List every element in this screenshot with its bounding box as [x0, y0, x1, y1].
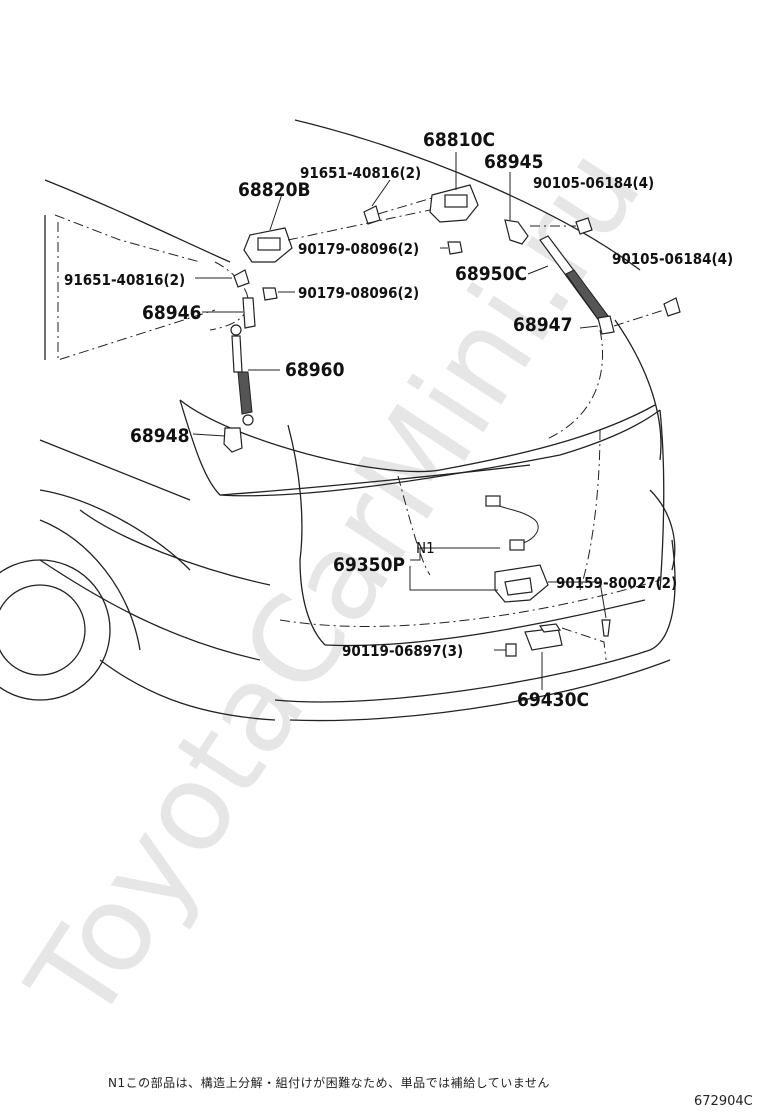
part-68947-bracket: [597, 315, 615, 335]
part-68960-gas-strut: [230, 324, 254, 426]
label-90119: 90119-06897(3): [342, 642, 463, 660]
part-68820B-hinge: [243, 227, 293, 263]
label-69430C: 69430C: [517, 689, 589, 711]
label-68820B: 68820B: [238, 179, 311, 201]
part-90159-screw: [601, 619, 611, 637]
part-68810C-hinge: [429, 184, 479, 223]
label-n1: N1: [416, 539, 435, 557]
part-68946-bracket: [242, 297, 256, 329]
part-90179-nut-b: [262, 287, 278, 301]
label-90179-b: 90179-08096(2): [298, 284, 419, 302]
leader-lines: [192, 152, 665, 690]
part-68945-bracket: [504, 219, 529, 245]
label-68947: 68947: [513, 314, 572, 336]
label-90105-b: 90105-06184(4): [612, 250, 733, 268]
label-90179-a: 90179-08096(2): [298, 240, 419, 258]
label-69350P: 69350P: [333, 554, 405, 576]
label-68960: 68960: [285, 359, 345, 381]
part-91651-bolt-top: [363, 205, 381, 225]
label-68810C: 68810C: [423, 129, 495, 151]
label-90105-a: 90105-06184(4): [533, 174, 654, 192]
label-68946: 68946: [142, 302, 201, 324]
vehicle-body-outline: [0, 119, 676, 722]
label-68948: 68948: [130, 425, 189, 447]
label-90159: 90159-80027(2): [556, 574, 677, 592]
label-68945: 68945: [484, 151, 543, 173]
part-90105-bolt-a: [575, 217, 593, 235]
part-90105-bolt-b: [663, 297, 681, 317]
label-91651-top: 91651-40816(2): [300, 164, 421, 182]
footnote-text: N1この部品は、構造上分解・組付けが困難なため、単品では補給していません: [108, 1076, 550, 1090]
part-wire-harness: [485, 495, 539, 551]
label-91651-left: 91651-40816(2): [64, 271, 185, 289]
part-69430C-lamp: [524, 623, 563, 651]
figure-id-text: 672904C: [694, 1094, 753, 1109]
part-90119-screw: [505, 643, 517, 657]
part-69350P-lock: [494, 564, 549, 603]
label-68950C: 68950C: [455, 263, 527, 285]
part-labels: 68810C 91651-40816(2) 68945 90105-06184(…: [64, 129, 733, 711]
part-91651-bolt-left: [233, 269, 250, 288]
part-68948-bracket: [223, 427, 243, 453]
part-90179-nut-a: [447, 241, 463, 255]
